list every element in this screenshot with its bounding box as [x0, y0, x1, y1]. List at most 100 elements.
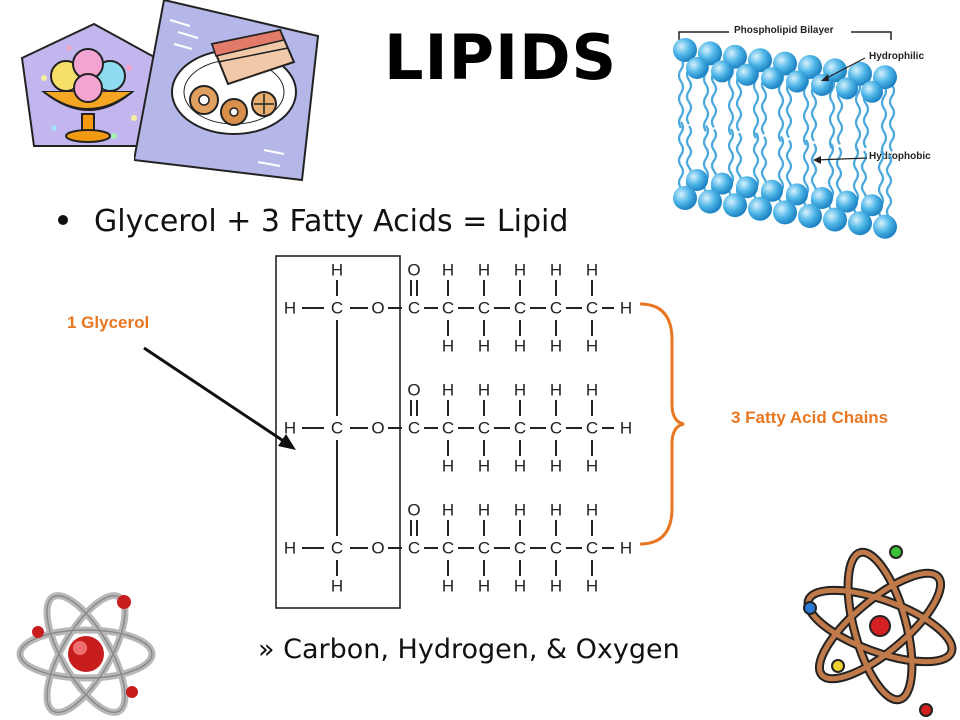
hydrogen-atom: H — [442, 577, 454, 596]
hydrogen-atom: H — [478, 337, 490, 356]
hydrogen-atom: H — [514, 501, 526, 520]
hydrogen-atom: H — [478, 577, 490, 596]
bullet-dot-icon — [58, 215, 68, 225]
phospholipid-head — [761, 179, 783, 202]
phospholipid-head — [836, 190, 858, 213]
hydrogen-atom: H — [331, 261, 343, 280]
oxygen-atom: O — [371, 299, 384, 318]
bilayer-bracket — [678, 31, 892, 40]
phospholipid-head — [711, 172, 733, 195]
hydrogen-atom: H — [514, 457, 526, 476]
phospholipid-tail — [677, 121, 685, 189]
phospholipid-tail — [880, 84, 888, 156]
phospholipid-head — [686, 169, 708, 191]
carbon-atom: C — [442, 299, 454, 318]
hydrogen-atom: H — [620, 299, 632, 318]
carbon-atom: C — [331, 299, 343, 318]
carbon-atom: C — [514, 539, 526, 558]
hydrogen-atom: H — [478, 457, 490, 476]
phospholipid-head — [761, 67, 783, 90]
hydrogen-atom: H — [284, 419, 296, 438]
hydrogen-atom: H — [620, 539, 632, 558]
phospholipid-head — [811, 187, 833, 209]
hydrophobic-label: Hydrophobic — [869, 151, 931, 162]
hydrogen-atom: H — [550, 501, 562, 520]
carbon-atom: C — [550, 299, 562, 318]
hydrogen-atom: H — [620, 419, 632, 438]
hydrogen-atom: H — [586, 261, 598, 280]
carbon-atom: C — [478, 539, 490, 558]
bilayer-title: Phospholipid Bilayer — [734, 25, 834, 36]
carbon-atom: C — [514, 419, 526, 438]
dessert-plate-icon — [134, 0, 320, 182]
glycerol-arrow-icon — [143, 346, 296, 450]
carbon-atom: C — [550, 539, 562, 558]
phospholipid-tail — [677, 57, 685, 129]
phospholipid-head — [723, 44, 747, 69]
hydrogen-atom: H — [514, 381, 526, 400]
carbon-atom: C — [586, 299, 598, 318]
hydrogen-atom: H — [514, 337, 526, 356]
phospholipid-head — [698, 41, 722, 66]
phospholipid-head — [748, 196, 772, 221]
hydrogen-atom: H — [586, 457, 598, 476]
oxygen-atom: O — [407, 261, 420, 280]
hydrogen-atom: H — [442, 381, 454, 400]
phospholipid-head — [873, 214, 897, 239]
phospholipid-head — [723, 193, 747, 218]
hydrogen-atom: H — [586, 381, 598, 400]
hydrogen-atom: H — [550, 337, 562, 356]
hydrogen-atom: H — [550, 577, 562, 596]
phospholipid-head — [698, 189, 722, 214]
page-title: LIPIDS — [384, 21, 618, 94]
hydrogen-atom: H — [586, 337, 598, 356]
hydrogen-atom: H — [442, 337, 454, 356]
carbon-atom: C — [514, 299, 526, 318]
atom-icon — [803, 545, 957, 717]
hydrogen-atom: H — [514, 261, 526, 280]
phospholipid-head — [823, 207, 847, 232]
hydrogen-atom: H — [442, 457, 454, 476]
phospholipid-head — [836, 77, 858, 100]
hydrogen-atom: H — [442, 501, 454, 520]
hydrogen-atom: H — [442, 261, 454, 280]
hydrogen-atom: H — [586, 577, 598, 596]
hydrophilic-label: Hydrophilic — [869, 51, 925, 62]
phospholipid-head — [686, 57, 708, 79]
bullet-glycerol-equation: Glycerol + 3 Fatty Acids = Lipid — [58, 198, 568, 246]
ice-cream-sundae-icon — [20, 22, 158, 147]
carbon-atom: C — [408, 299, 420, 318]
oxygen-atom: O — [407, 381, 420, 400]
sub-bullet-elements: » Carbon, Hydrogen, & Oxygen — [258, 634, 680, 665]
phospholipid-head — [861, 80, 883, 103]
phospholipid-head — [786, 70, 808, 93]
phospholipid-head — [873, 65, 897, 90]
bullet-text: Glycerol + 3 Fatty Acids = Lipid — [94, 204, 569, 239]
glycerol-box — [275, 255, 401, 609]
carbon-atom: C — [408, 539, 420, 558]
phospholipid-head — [811, 74, 833, 96]
carbon-atom: C — [331, 539, 343, 558]
hydrogen-atom: H — [478, 261, 490, 280]
carbon-atom: C — [550, 419, 562, 438]
phospholipid-head — [673, 38, 697, 62]
phospholipid-head — [861, 194, 883, 217]
phospholipid-tail — [888, 84, 896, 152]
phospholipid-bilayer-diagram — [673, 31, 897, 239]
hydrogen-atom: H — [284, 299, 296, 318]
hydrogen-atom: H — [550, 261, 562, 280]
phospholipid-head — [798, 55, 822, 79]
oxygen-atom: O — [371, 539, 384, 558]
phospholipid-head — [848, 61, 872, 86]
phospholipid-head — [748, 48, 772, 73]
phospholipid-head — [798, 204, 822, 228]
fatty-acids-brace-icon — [639, 302, 685, 546]
atom-icon — [16, 592, 156, 716]
phospholipid-head — [848, 211, 872, 236]
phospholipid-head — [773, 200, 797, 225]
glycerol-label: 1 Glycerol — [67, 313, 150, 332]
phospholipid-head — [673, 186, 697, 210]
hydrogen-atom: H — [514, 577, 526, 596]
carbon-atom: C — [478, 299, 490, 318]
